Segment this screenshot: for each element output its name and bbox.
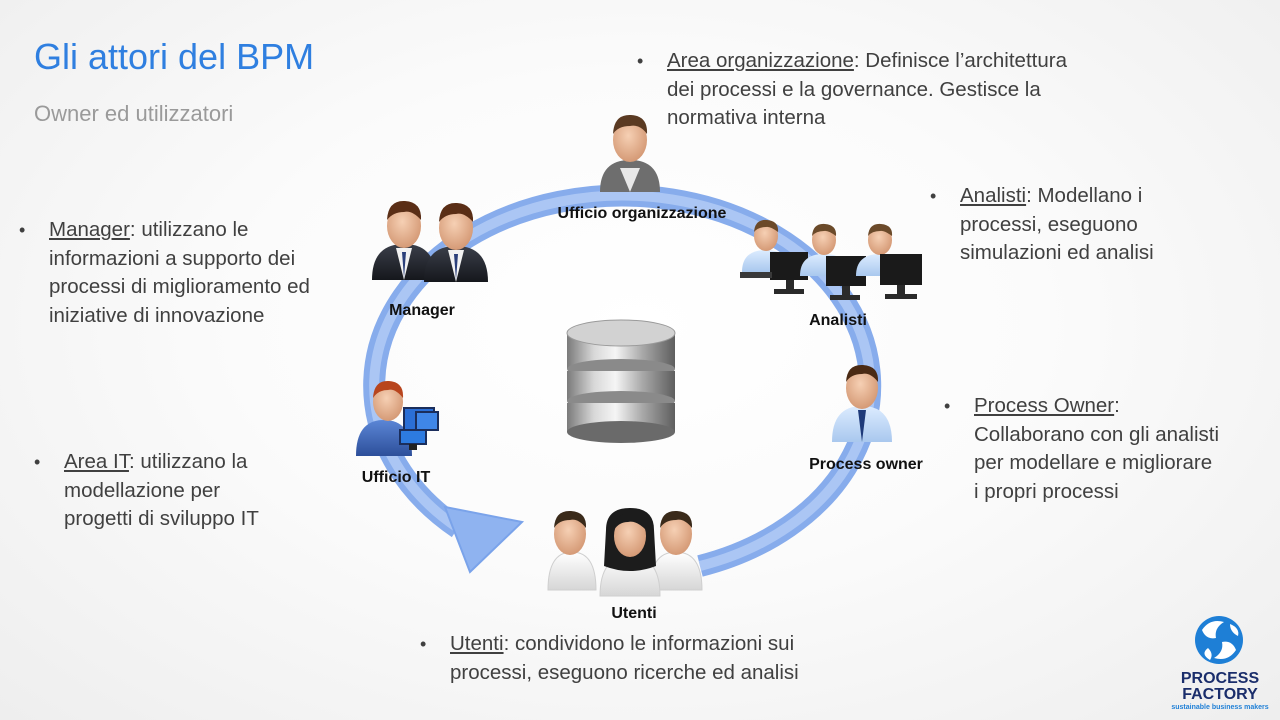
database-icon [566, 319, 676, 443]
bullet-line: dei processi e la governance. Gestisce l… [667, 77, 1041, 101]
bullet-dot: • [637, 51, 644, 71]
logo-tagline: sustainable business makers [1171, 704, 1268, 711]
process-cycle-arrow [363, 184, 882, 577]
bullet-text: : Modellano i [1026, 184, 1143, 207]
bullet-line: progetti di sviluppo IT [64, 507, 259, 530]
process-factory-logo-icon [1195, 616, 1243, 664]
manager-people-icon [372, 200, 488, 282]
bullet-dot: • [944, 396, 951, 416]
process-owner-person-icon [832, 364, 892, 442]
bullet-line: i propri processi [974, 479, 1119, 503]
ufficio-organizzazione-person-icon [600, 114, 660, 192]
logo-line2: FACTORY [1182, 686, 1258, 703]
bullet-text: : Definisce l’architettura [853, 49, 1067, 72]
bullet-line: normativa interna [667, 106, 826, 129]
bullet-line: processi di miglioramento ed [49, 275, 310, 298]
bullet-text: : [1114, 394, 1120, 417]
bullet-utenti: • Utenti: condividono le informazioni su… [420, 630, 799, 687]
bullet-line: informazioni a supporto dei [49, 246, 296, 270]
term-utenti: Utenti [450, 632, 504, 655]
bullet-text: : utilizzano le [129, 218, 249, 241]
manager-label: Manager [389, 302, 455, 319]
bullet-line: simulazioni ed analisi [960, 241, 1154, 264]
bullet-area-it: • Area IT: utilizzano la modellazione pe… [34, 448, 259, 534]
logo-line1: PROCESS [1181, 670, 1260, 687]
bullet-line: processi, eseguono ricerche ed analisi [450, 660, 799, 684]
bullet-line: iniziative di innovazione [49, 303, 265, 327]
term-process-owner: Process Owner [974, 394, 1115, 417]
analisti-workstations-icon [740, 219, 922, 300]
term-manager: Manager [49, 218, 130, 241]
slide-title: Gli attori del BPM [34, 36, 315, 77]
term-analisti: Analisti [960, 184, 1027, 207]
utenti-users-icon [547, 508, 703, 597]
term-area-it: Area IT [64, 450, 129, 473]
bullet-manager: • Manager: utilizzano le informazioni a … [19, 216, 310, 330]
term-area-organizzazione: Area organizzazione [667, 49, 854, 72]
ufficio-organizzazione-label: Ufficio organizzazione [558, 205, 727, 222]
ufficio-it-label: Ufficio IT [362, 469, 431, 486]
bullet-process-owner: • Process Owner: Collaborano con gli ana… [944, 392, 1220, 506]
bullet-text: : utilizzano la [128, 450, 248, 473]
bullet-line: per modellare e migliorare [974, 451, 1213, 474]
bullet-dot: • [19, 220, 26, 240]
analisti-label: Analisti [809, 312, 867, 329]
ufficio-it-person-computer-icon [356, 380, 439, 456]
bullet-analisti: • Analisti: Modellano i processi, eseguo… [930, 182, 1154, 268]
bullet-area-organizzazione: • Area organizzazione: Definisce l’archi… [637, 47, 1067, 133]
bullet-dot: • [420, 634, 427, 654]
bullet-dot: • [34, 452, 41, 472]
bullet-text: : condividono le informazioni sui [503, 632, 795, 655]
slide-subtitle: Owner ed utilizzatori [34, 101, 234, 126]
bullet-line: modellazione per [64, 478, 221, 502]
bullet-line: processi, eseguono [960, 212, 1138, 236]
bullet-dot: • [930, 186, 937, 206]
process-owner-label: Process owner [809, 456, 923, 473]
utenti-label: Utenti [611, 605, 656, 622]
bullet-line: Collaborano con gli analisti [974, 422, 1220, 446]
